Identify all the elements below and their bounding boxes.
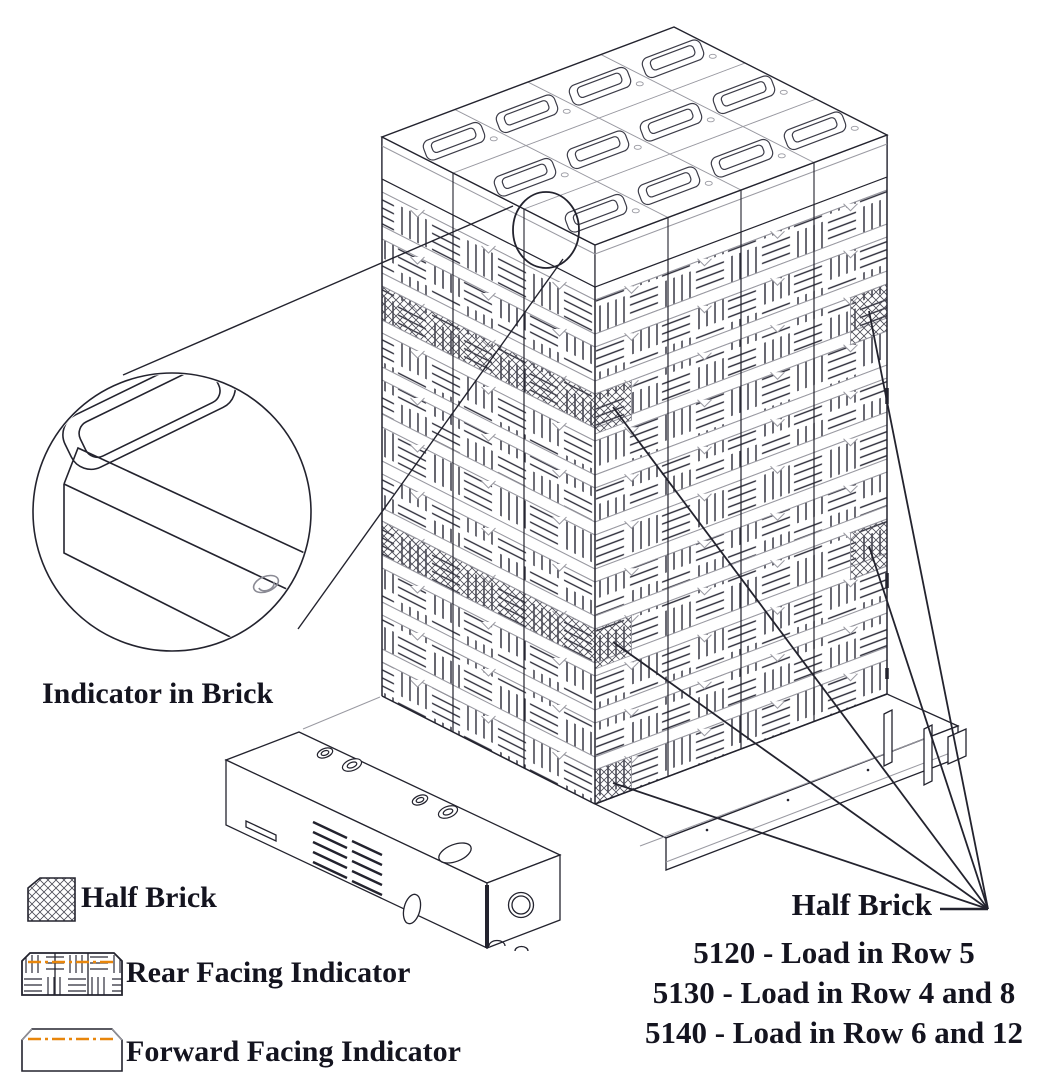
brick-pin bbox=[635, 81, 644, 87]
callout-line: 5140 - Load in Row 6 and 12 bbox=[644, 1015, 1024, 1050]
deck-post bbox=[923, 723, 933, 787]
brick-pin bbox=[777, 153, 786, 159]
detail-circle bbox=[32, 372, 312, 652]
brick-handle bbox=[641, 39, 705, 79]
legend-label-rear-facing: Rear Facing Indicator bbox=[126, 956, 411, 989]
brick-pin bbox=[560, 172, 569, 178]
brick-pin bbox=[708, 53, 717, 59]
brick-pin bbox=[779, 89, 788, 95]
half-brick-leader-lines bbox=[612, 310, 989, 911]
callout-title: Half Brick bbox=[791, 887, 932, 922]
brick-handle bbox=[566, 130, 630, 170]
detail-source-circle bbox=[512, 191, 580, 269]
leader-line bbox=[612, 641, 989, 910]
brick-pin bbox=[633, 144, 642, 150]
brick-pin bbox=[704, 180, 713, 186]
brick-handle bbox=[710, 138, 774, 178]
brick-handle bbox=[783, 111, 847, 151]
brick-handle bbox=[493, 157, 557, 197]
legend-label-half-brick: Half Brick bbox=[81, 881, 217, 914]
legend-label-forward-facing: Forward Facing Indicator bbox=[126, 1035, 461, 1068]
leader-line bbox=[612, 782, 989, 910]
brick-handle bbox=[712, 75, 776, 115]
brick-handle bbox=[568, 66, 632, 106]
base-box bbox=[224, 731, 562, 952]
brick-handle bbox=[495, 94, 559, 134]
vent-louvers bbox=[312, 820, 383, 897]
top-oval-hole bbox=[438, 842, 472, 864]
brick-pin bbox=[631, 208, 640, 214]
rear-facing-indicator-icon bbox=[21, 952, 123, 996]
leader-line bbox=[868, 545, 989, 910]
pallet-deck bbox=[302, 693, 967, 871]
brick-handle bbox=[422, 121, 486, 161]
front-oval-hole bbox=[402, 893, 422, 925]
deck-bracket bbox=[947, 727, 967, 766]
callout-line: 5130 - Load in Row 4 and 8 bbox=[652, 975, 1016, 1010]
leader-line bbox=[612, 406, 989, 910]
detail-tangent-line bbox=[122, 205, 514, 376]
half-brick-swatch bbox=[27, 877, 76, 922]
brick-handle bbox=[564, 193, 628, 233]
leader-line bbox=[868, 310, 989, 910]
brick-handle bbox=[639, 102, 703, 142]
legend-icons bbox=[21, 877, 123, 1072]
brick-pin bbox=[706, 117, 715, 123]
callout-model-lines: 5120 - Load in Row 5 5130 - Load in Row … bbox=[605, 933, 1045, 1053]
brick-pin bbox=[489, 136, 498, 142]
callout-line: 5120 - Load in Row 5 bbox=[693, 935, 975, 970]
tie-down-shackle bbox=[316, 747, 459, 819]
brick-stack bbox=[380, 26, 889, 805]
indicator-in-brick-icon bbox=[252, 574, 280, 594]
detail-label: Indicator in Brick bbox=[42, 677, 274, 710]
detail-view bbox=[32, 191, 580, 652]
forward-facing-indicator-icon bbox=[21, 1028, 123, 1072]
deck-post bbox=[883, 708, 893, 768]
handle-slot bbox=[245, 819, 277, 843]
brick-pin bbox=[562, 108, 571, 114]
brick-handle bbox=[637, 166, 701, 206]
detail-tangent-line bbox=[297, 258, 564, 630]
brick-pin bbox=[850, 125, 859, 131]
pallet-base bbox=[224, 693, 967, 952]
